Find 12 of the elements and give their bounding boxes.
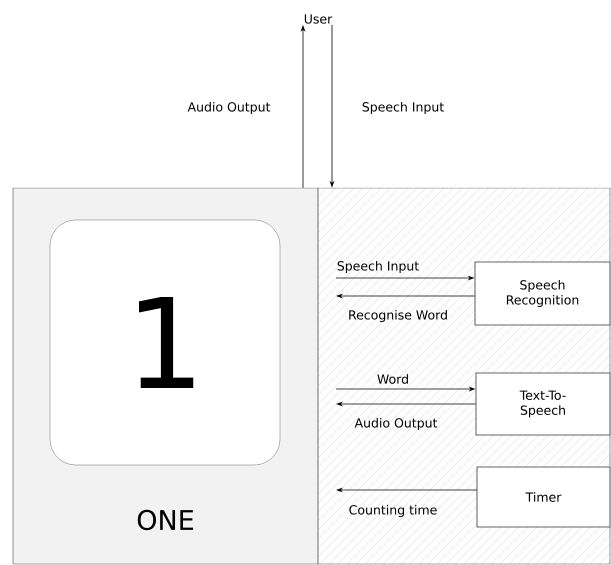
edge-label: Word	[377, 374, 408, 384]
process-box: Text-To- Speech	[476, 372, 610, 436]
edge-label: Speech Input	[362, 102, 444, 114]
node-label: User	[304, 14, 332, 24]
process-box: Speech Recognition	[474, 262, 610, 326]
edge-label: Audio Output	[188, 102, 270, 114]
edge-label: Counting time	[349, 504, 437, 518]
edge-label: Recognise Word	[349, 310, 447, 322]
edge-label: Audio Output	[354, 418, 438, 430]
edge-label: Speech Input	[338, 260, 419, 274]
number-card: 1	[50, 220, 280, 466]
process-box: Timer	[476, 466, 610, 528]
